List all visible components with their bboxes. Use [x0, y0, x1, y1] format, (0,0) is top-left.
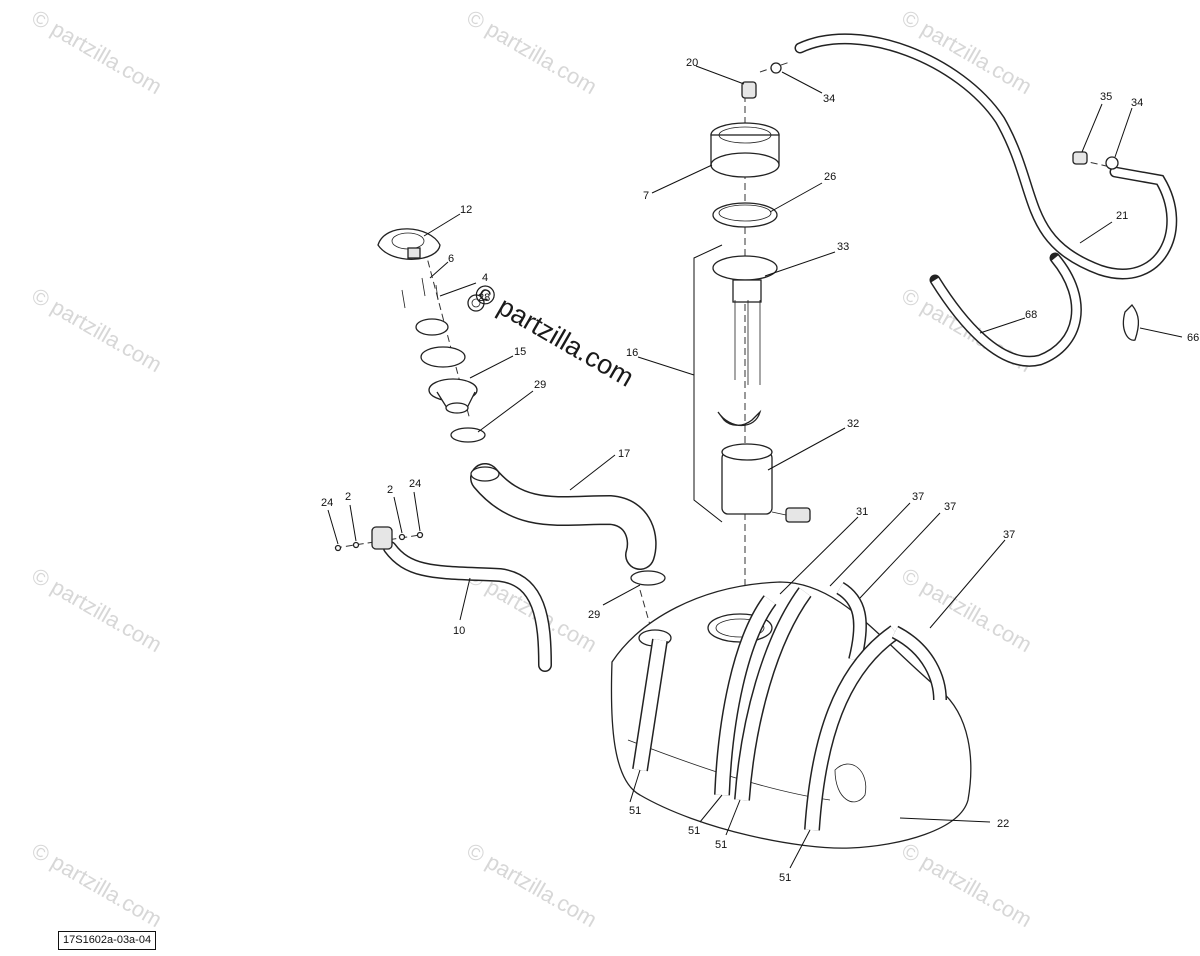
callout-4: 4	[482, 272, 488, 284]
callout-51: 51	[779, 872, 791, 884]
vent-tube-10	[371, 526, 552, 672]
callout-51: 51	[629, 805, 641, 817]
fitting-20	[741, 81, 757, 99]
callout-10: 10	[453, 625, 465, 637]
fuel-pump-32	[717, 409, 811, 523]
callout-31: 31	[856, 506, 868, 518]
watermark-text: © partzilla.com	[28, 5, 167, 100]
callout-6: 6	[448, 253, 454, 265]
grommet-28	[467, 294, 485, 312]
filler-cap-12	[377, 228, 441, 260]
callout-24: 24	[409, 478, 421, 490]
callout-2: 2	[345, 491, 351, 503]
callout-34: 34	[1131, 97, 1143, 109]
gasket-26	[712, 202, 778, 228]
vent-hose-68	[929, 252, 1082, 367]
callout-20: 20	[686, 57, 698, 69]
filler-hose-17	[470, 463, 657, 570]
callout-35: 35	[1100, 91, 1112, 103]
tank-straps-37	[632, 581, 947, 831]
flange-15	[420, 346, 478, 414]
callout-29: 29	[534, 379, 546, 391]
callout-17: 17	[618, 448, 630, 460]
callout-24: 24	[321, 497, 333, 509]
callout-15: 15	[514, 346, 526, 358]
bracket-16	[693, 244, 723, 523]
callout-33: 33	[837, 241, 849, 253]
screws-6	[401, 277, 439, 309]
callout-51: 51	[715, 839, 727, 851]
callout-29: 29	[588, 609, 600, 621]
nut-34-right	[1105, 156, 1119, 170]
watermark-text: © partzilla.com	[28, 563, 167, 658]
fuel-pump-module-33	[712, 255, 778, 385]
nut-34-top	[770, 62, 782, 74]
callout-16: 16	[626, 347, 638, 359]
callout-28: 28	[478, 292, 490, 304]
pins-24-2	[334, 531, 424, 552]
center-watermark: © partzilla.com	[469, 277, 639, 392]
callout-12: 12	[460, 204, 472, 216]
diagram-reference-code: 17S1602a-03a-04	[58, 931, 157, 950]
clamp-29-lower	[630, 570, 666, 586]
callout-22: 22	[997, 818, 1009, 830]
callout-37: 37	[1003, 529, 1015, 541]
callout-2: 2	[387, 484, 393, 496]
callout-21: 21	[1116, 210, 1128, 222]
callout-26: 26	[824, 171, 836, 183]
callout-7: 7	[643, 190, 649, 202]
watermark-text: © partzilla.com	[463, 838, 602, 933]
callout-37: 37	[912, 491, 924, 503]
gasket-4	[415, 318, 449, 336]
callout-68: 68	[1025, 309, 1037, 321]
callout-34: 34	[823, 93, 835, 105]
clamp-29-upper	[450, 427, 486, 443]
watermark-text: © partzilla.com	[28, 838, 167, 933]
watermark-text: © partzilla.com	[28, 283, 167, 378]
leader-lines	[327, 65, 1183, 869]
lock-ring-7	[710, 122, 780, 178]
watermark-text: © partzilla.com	[898, 838, 1037, 933]
callout-51: 51	[688, 825, 700, 837]
callout-32: 32	[847, 418, 859, 430]
fuel-hose-21	[794, 33, 1178, 280]
callout-37: 37	[944, 501, 956, 513]
clamp-35	[1072, 151, 1088, 165]
watermark-text: © partzilla.com	[463, 5, 602, 100]
clip-66	[1122, 304, 1140, 341]
callout-66: 66	[1187, 332, 1199, 344]
